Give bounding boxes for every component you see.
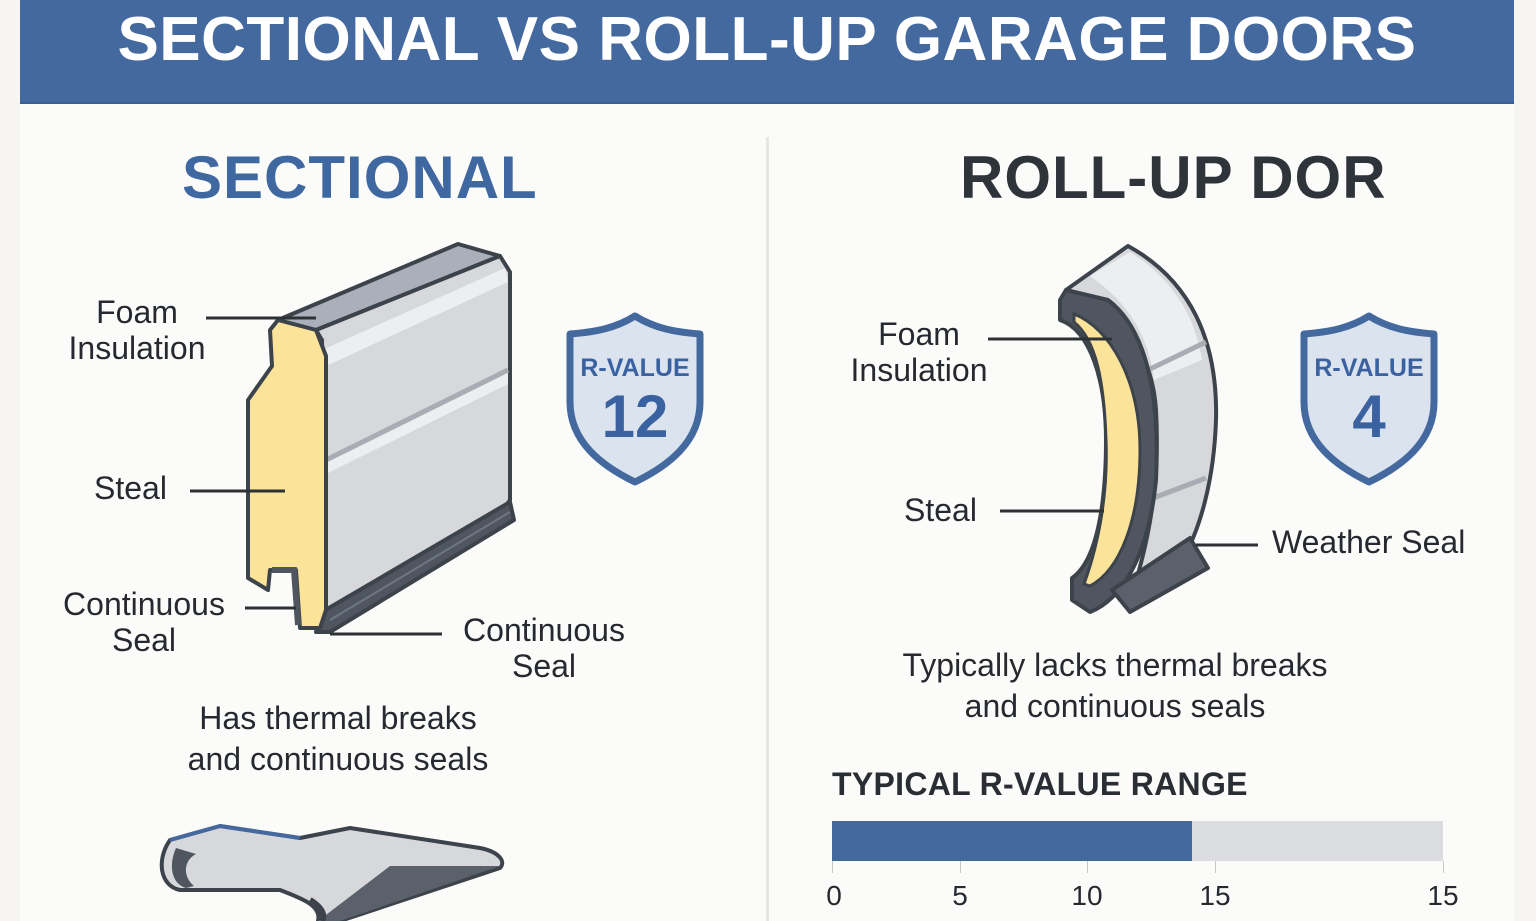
rollup-r-value-badge: R-VALUE 4 [1296,310,1442,486]
badge-value: 12 [601,383,669,450]
label-line: Insulation [68,330,206,366]
range-tick [960,861,961,873]
page-margin-left [0,0,20,921]
range-tick-label: 15 [1427,880,1459,911]
caption-line: and continuous seals [964,688,1266,724]
badge-value: 4 [1352,383,1386,450]
rollup-steel-label: Steal [904,492,977,528]
badge-label: R-VALUE [1314,354,1424,382]
page-title: SECTIONAL VS ROLL-UP GARAGE DOORS [117,5,1417,74]
rollup-title: ROLL-UP DOR [960,144,1387,211]
shield-icon [1300,312,1438,486]
sectional-seal-left-label: Continuous Seal [54,586,234,658]
label-line: Insulation [850,352,988,388]
range-tick [832,861,833,873]
shield-icon [566,312,704,486]
sectional-r-value-badge: R-VALUE 12 [562,310,708,486]
sectional-title: SECTIONAL [182,144,538,211]
range-tick [1087,861,1088,873]
label-line: Continuous [63,586,225,622]
range-tick-label: 5 [952,880,968,911]
label-line: Foam [96,294,178,330]
range-tick-label: 15 [1199,880,1231,911]
range-bar-track [832,821,1443,861]
badge-label: R-VALUE [580,354,690,382]
column-divider [766,137,769,921]
label-line: Continuous [463,612,625,648]
sectional-panel-illustration [190,242,516,636]
sectional-steel-label: Steal [94,470,167,506]
caption-line: Typically lacks thermal breaks [902,647,1328,683]
page-margin-right [1514,0,1536,921]
caption-line: and continuous seals [187,741,489,777]
range-tick-label: 0 [826,880,842,911]
caption-line: Has thermal breaks [199,700,477,736]
label-line: Seal [111,622,177,658]
range-tick [1443,861,1444,873]
rollup-weather-seal-label: Weather Seal [1272,524,1466,560]
range-bar-fill [832,821,1192,861]
rollup-foam-label: Foam Insulation [842,316,996,388]
sectional-seal-right-label: Continuous Seal [452,612,636,684]
title-banner: SECTIONAL VS ROLL-UP GARAGE DOORS [20,0,1514,104]
sectional-foam-label: Foam Insulation [62,294,212,366]
label-line: Seal [511,648,577,684]
rollup-caption: Typically lacks thermal breaks and conti… [860,645,1370,727]
label-line: Foam [878,316,960,352]
rollup-slat-illustration [988,244,1258,614]
range-tick [1215,861,1216,873]
range-title: TYPICAL R-VALUE RANGE [832,766,1248,802]
sectional-caption: Has thermal breaks and continuous seals [138,698,538,780]
range-tick-label: 10 [1071,880,1103,911]
sectional-profile-illustration [159,823,505,921]
